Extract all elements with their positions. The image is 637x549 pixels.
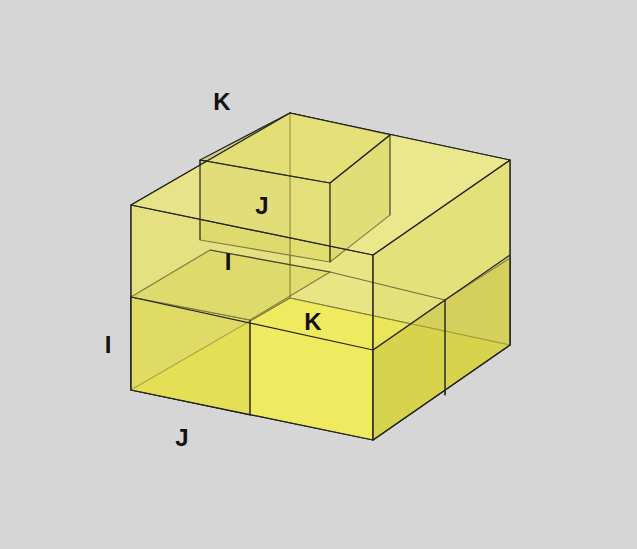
mid-line: [330, 272, 445, 300]
edge: [199, 160, 200, 240]
axis-label: J: [175, 426, 188, 450]
edge: [329, 183, 330, 262]
axis-label: J: [255, 194, 268, 218]
edge: [249, 320, 250, 415]
edge: [389, 135, 390, 215]
mid-line: [373, 255, 510, 350]
edge: [444, 300, 445, 395]
edge: [200, 160, 330, 183]
mid-line: [131, 297, 373, 350]
axis-label: I: [105, 333, 112, 357]
axis-label: I: [225, 250, 232, 274]
axis-label: K: [213, 90, 230, 114]
edge: [444, 300, 445, 395]
axis-label: K: [304, 310, 321, 334]
edge: [330, 135, 390, 183]
top-face: [131, 113, 510, 255]
